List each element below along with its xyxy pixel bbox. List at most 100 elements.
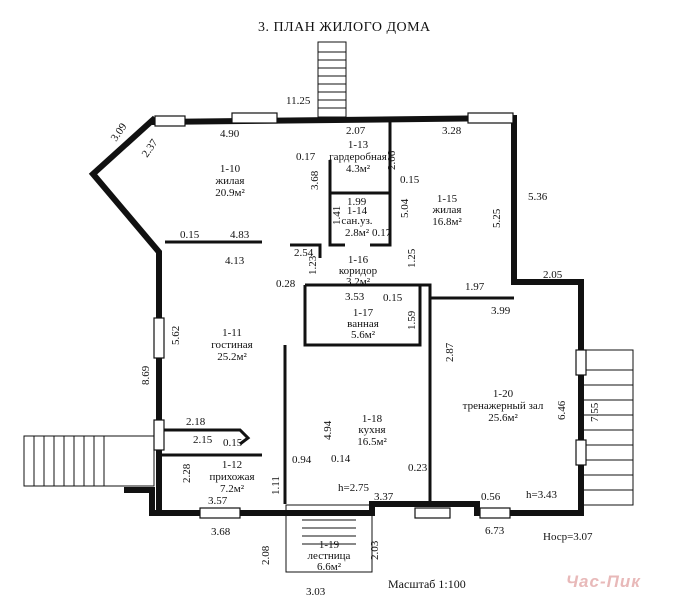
svg-text:11.25: 11.25 xyxy=(286,95,311,107)
svg-text:h=2.75: h=2.75 xyxy=(338,482,369,494)
svg-text:1-18: 1-18 xyxy=(362,413,383,425)
room-label-1-16: 1-16 коридор 3.2м² xyxy=(339,254,378,288)
svg-text:5.36: 5.36 xyxy=(528,191,548,203)
svg-text:ванная: ванная xyxy=(347,318,379,330)
svg-text:2.05: 2.05 xyxy=(543,269,563,281)
svg-text:2.18: 2.18 xyxy=(186,416,206,428)
windows xyxy=(153,112,587,519)
interior-walls xyxy=(159,122,514,504)
svg-text:20.9м²: 20.9м² xyxy=(215,187,245,199)
svg-text:25.6м²: 25.6м² xyxy=(488,412,518,424)
svg-text:1.23: 1.23 xyxy=(307,255,319,275)
svg-text:5.6м²: 5.6м² xyxy=(351,329,376,341)
north-stair-treads xyxy=(318,51,346,109)
svg-text:2.8м²: 2.8м² xyxy=(345,227,370,239)
room-label-1-10: 1-10 жилая 20.9м² xyxy=(215,163,246,199)
svg-text:Носр=3.07: Носр=3.07 xyxy=(543,531,593,543)
svg-text:0.15: 0.15 xyxy=(223,437,243,449)
svg-text:1-12: 1-12 xyxy=(222,459,242,471)
svg-text:0.23: 0.23 xyxy=(408,462,428,474)
svg-text:1.25: 1.25 xyxy=(406,248,418,268)
svg-text:3.03: 3.03 xyxy=(306,586,326,598)
svg-text:2.06: 2.06 xyxy=(386,150,398,170)
svg-text:2.08: 2.08 xyxy=(260,545,272,565)
svg-text:6.73: 6.73 xyxy=(485,525,505,537)
svg-text:сан.уз.: сан.уз. xyxy=(341,215,372,227)
room-label-1-19: 1-19 лестница 6.6м² xyxy=(308,539,351,573)
svg-text:4.83: 4.83 xyxy=(230,229,250,241)
svg-text:16.8м²: 16.8м² xyxy=(432,216,462,228)
scale-note: Масштаб 1:100 xyxy=(388,577,466,591)
svg-text:жилая: жилая xyxy=(215,175,245,187)
room-label-1-18: 1-18 кухня 16.5м² xyxy=(357,413,387,448)
svg-text:гостиная: гостиная xyxy=(211,339,252,351)
svg-text:1-16: 1-16 xyxy=(348,254,369,266)
svg-text:0.15: 0.15 xyxy=(180,229,200,241)
room-label-1-20: 1-20 тренажерный зал 25.6м² xyxy=(463,388,544,424)
west-stair-treads xyxy=(33,436,105,486)
south-stair-treads xyxy=(302,511,356,545)
svg-text:1-19: 1-19 xyxy=(319,539,340,551)
svg-text:3.28: 3.28 xyxy=(442,125,462,137)
svg-text:коридор: коридор xyxy=(339,265,378,277)
west-stair xyxy=(23,435,155,487)
svg-text:1-20: 1-20 xyxy=(493,388,514,400)
room-label-1-11: 1-11 гостиная 25.2м² xyxy=(211,327,252,363)
svg-text:1.97: 1.97 xyxy=(465,281,485,293)
svg-text:4.94: 4.94 xyxy=(322,420,334,440)
svg-text:1.41: 1.41 xyxy=(331,206,343,225)
svg-text:0.94: 0.94 xyxy=(292,454,312,466)
svg-text:лестница: лестница xyxy=(308,550,351,562)
svg-text:7.2м²: 7.2м² xyxy=(220,483,245,495)
svg-text:4.3м²: 4.3м² xyxy=(346,163,371,175)
svg-text:3.68: 3.68 xyxy=(309,170,321,190)
svg-text:0.17: 0.17 xyxy=(372,227,392,239)
svg-text:h=3.43: h=3.43 xyxy=(526,489,557,501)
svg-text:25.2м²: 25.2м² xyxy=(217,351,247,363)
room-label-1-12: 1-12 прихожая 7.2м² xyxy=(209,459,254,495)
svg-text:3.99: 3.99 xyxy=(491,305,511,317)
svg-text:0.56: 0.56 xyxy=(481,491,501,503)
svg-text:1.11: 1.11 xyxy=(270,476,282,495)
svg-text:3.68: 3.68 xyxy=(211,526,231,538)
svg-text:5.04: 5.04 xyxy=(399,198,411,218)
svg-text:0.17: 0.17 xyxy=(296,151,316,163)
svg-text:6.46: 6.46 xyxy=(556,400,568,420)
svg-text:жилая: жилая xyxy=(432,204,462,216)
svg-text:0.15: 0.15 xyxy=(383,292,403,304)
north-stair xyxy=(317,41,347,118)
east-stair-treads xyxy=(583,369,633,491)
plan-title: 3. ПЛАН ЖИЛОГО ДОМА xyxy=(258,20,431,35)
svg-text:7.55: 7.55 xyxy=(589,402,601,422)
svg-text:1-17: 1-17 xyxy=(353,307,374,319)
svg-text:1-14: 1-14 xyxy=(347,205,368,217)
exterior-wall xyxy=(124,114,584,516)
svg-text:3.37: 3.37 xyxy=(374,491,394,503)
svg-text:1-10: 1-10 xyxy=(220,163,241,175)
svg-text:0.15: 0.15 xyxy=(400,174,420,186)
svg-text:кухня: кухня xyxy=(358,424,385,436)
svg-text:3.53: 3.53 xyxy=(345,291,365,303)
south-stair xyxy=(285,504,373,573)
svg-text:1-15: 1-15 xyxy=(437,193,458,205)
room-label-1-15: 1-15 жилая 16.8м² xyxy=(432,193,463,228)
svg-text:6.6м²: 6.6м² xyxy=(317,561,342,573)
room-label-1-13: 1-13 гардеробная 4.3м² xyxy=(329,139,387,175)
exterior-wall-west xyxy=(88,115,162,516)
svg-text:2.03: 2.03 xyxy=(369,540,381,560)
svg-text:4.90: 4.90 xyxy=(220,128,240,140)
svg-text:2.37: 2.37 xyxy=(140,137,161,160)
svg-text:прихожая: прихожая xyxy=(209,471,254,483)
svg-text:3.57: 3.57 xyxy=(208,495,228,507)
room-label-1-14: 1-14 сан.уз. 2.8м² xyxy=(341,205,372,239)
svg-text:2.54: 2.54 xyxy=(294,247,314,259)
svg-text:4.13: 4.13 xyxy=(225,255,245,267)
svg-text:5.25: 5.25 xyxy=(491,208,503,228)
svg-text:2.07: 2.07 xyxy=(346,125,366,137)
svg-text:1-13: 1-13 xyxy=(348,139,369,151)
room-label-1-17: 1-17 ванная 5.6м² xyxy=(347,307,379,341)
svg-text:1-11: 1-11 xyxy=(222,327,242,339)
svg-text:3.2м²: 3.2м² xyxy=(346,276,371,288)
svg-text:2.15: 2.15 xyxy=(193,434,213,446)
